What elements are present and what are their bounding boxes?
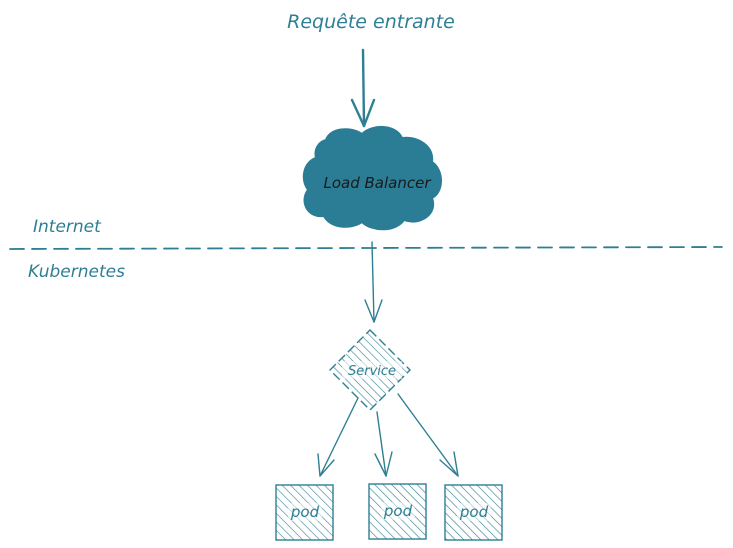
zone-boundary-line bbox=[9, 246, 723, 250]
service-node: Service bbox=[329, 329, 411, 411]
service-to-pod-1-arrow bbox=[317, 397, 359, 477]
pod-1: pod bbox=[275, 484, 334, 541]
load-balancer-cloud: Load Balancer bbox=[302, 126, 442, 231]
internet-zone-label: Internet bbox=[33, 217, 102, 237]
pod-3: pod bbox=[444, 484, 503, 541]
incoming-request-label: Requête entrante bbox=[287, 11, 455, 33]
pod-label: pod bbox=[383, 502, 413, 520]
pod-label: pod bbox=[459, 503, 489, 521]
cloud-shape bbox=[302, 126, 442, 231]
pod-2: pod bbox=[368, 483, 427, 540]
service-to-pod-2-arrow bbox=[374, 411, 393, 477]
kubernetes-zone-label: Kubernetes bbox=[28, 262, 125, 282]
load-balancer-label: Load Balancer bbox=[323, 174, 431, 192]
pod-label: pod bbox=[290, 503, 320, 521]
lb-to-service-arrow bbox=[364, 241, 383, 323]
request-arrow bbox=[350, 48, 376, 128]
service-to-pod-3-arrow bbox=[397, 393, 459, 477]
service-label: Service bbox=[348, 364, 396, 379]
